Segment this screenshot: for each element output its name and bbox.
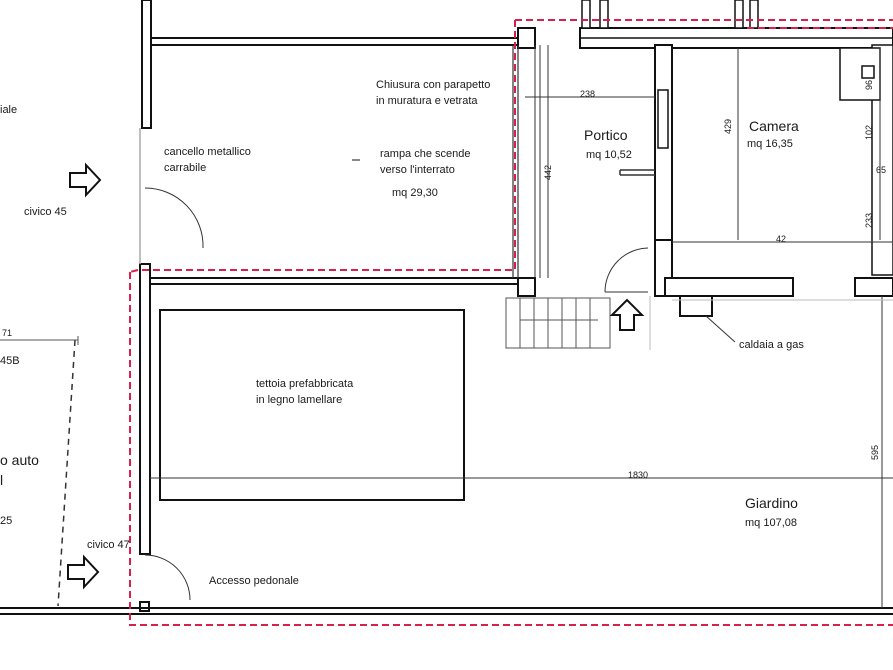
dim-429: 429 bbox=[723, 119, 733, 134]
wall-house-bottom-right bbox=[854, 277, 893, 297]
dim-96: 96 bbox=[864, 80, 874, 90]
label-civico45b: 45B bbox=[0, 355, 20, 367]
dim-595: 595 bbox=[870, 445, 880, 460]
label-dim25: 25 bbox=[0, 515, 12, 527]
dim-233: 233 bbox=[864, 213, 874, 228]
label-auto2: l bbox=[0, 472, 3, 488]
dimensions: 238 442 429 42 233 96 102 65 1830 595 bbox=[543, 80, 886, 480]
label-chiusura1: Chiusura con parapetto bbox=[376, 79, 490, 91]
dim-238: 238 bbox=[580, 89, 595, 99]
walls bbox=[0, 0, 893, 615]
stairs-portico bbox=[505, 297, 611, 349]
dim-42: 42 bbox=[776, 234, 786, 244]
label-cancello1: cancello metallico bbox=[164, 146, 251, 158]
wall-top-stub2 bbox=[599, 0, 609, 29]
arrow-up-icon bbox=[609, 298, 645, 331]
gate-swing-upper-2 bbox=[145, 190, 200, 248]
stair-top-right bbox=[839, 47, 881, 101]
arrow-right-icon bbox=[69, 162, 102, 198]
wall-left-lower bbox=[139, 263, 151, 555]
label-civico45: civico 45 bbox=[24, 206, 67, 218]
thin-lines bbox=[0, 45, 893, 608]
label-portico-area: mq 10,52 bbox=[586, 149, 632, 161]
label-giardino: Giardino bbox=[745, 495, 798, 511]
label-auto: o auto bbox=[0, 452, 39, 468]
dim-102: 102 bbox=[864, 125, 874, 140]
label-rampa1: rampa che scende bbox=[380, 148, 471, 160]
gate-swing-upper bbox=[144, 187, 204, 249]
label-giardino-area: mq 107,08 bbox=[745, 517, 797, 529]
tettoia bbox=[159, 309, 465, 501]
label-cancello2: carrabile bbox=[164, 162, 206, 174]
wall-top-stub4 bbox=[749, 0, 759, 29]
wall-top-stub3 bbox=[734, 0, 744, 29]
label-caldaia: caldaia a gas bbox=[739, 339, 804, 351]
label-portico: Portico bbox=[584, 127, 628, 143]
wall-post bbox=[139, 601, 150, 612]
dim-1830: 1830 bbox=[628, 470, 648, 480]
wall-ramp-bottom bbox=[149, 277, 521, 285]
label-chiusura2: in muratura e vetrata bbox=[376, 95, 478, 107]
wall-left-upper bbox=[141, 0, 152, 129]
label-rampa2: verso l'interrato bbox=[380, 164, 455, 176]
door-swing-pedonale bbox=[144, 554, 191, 601]
label-tettoia2: in legno lamellare bbox=[256, 394, 342, 406]
label-tettoia1: tettoia prefabbricata bbox=[256, 378, 354, 390]
property-boundary bbox=[129, 19, 893, 626]
pillar-portico-bottom bbox=[517, 277, 536, 297]
label-camera: Camera bbox=[749, 118, 799, 134]
wall-door-jamb bbox=[657, 89, 669, 149]
wall-top-stub1 bbox=[581, 0, 591, 29]
labels: iale civico 45 71 45B o auto l 25 civico… bbox=[0, 79, 804, 587]
arrows bbox=[67, 162, 645, 590]
label-dim71: 71 bbox=[2, 328, 12, 338]
door-swing-portico bbox=[604, 247, 649, 293]
dim-65: 65 bbox=[876, 165, 886, 175]
wall-house-bottom bbox=[664, 277, 794, 297]
arrow-right-icon-2 bbox=[67, 554, 100, 590]
wall-ramp-top bbox=[150, 37, 520, 46]
pillar-portico-top bbox=[517, 27, 536, 49]
label-accesso: Accesso pedonale bbox=[209, 575, 299, 587]
label-rampa-area: mq 29,30 bbox=[392, 187, 438, 199]
label-camera-area: mq 16,35 bbox=[747, 138, 793, 150]
wall-right bbox=[871, 44, 893, 276]
label-ale: iale bbox=[0, 104, 17, 116]
dim-442: 442 bbox=[543, 165, 553, 180]
caldaia-box bbox=[679, 295, 713, 317]
label-civico47: civico 47 bbox=[87, 539, 130, 551]
